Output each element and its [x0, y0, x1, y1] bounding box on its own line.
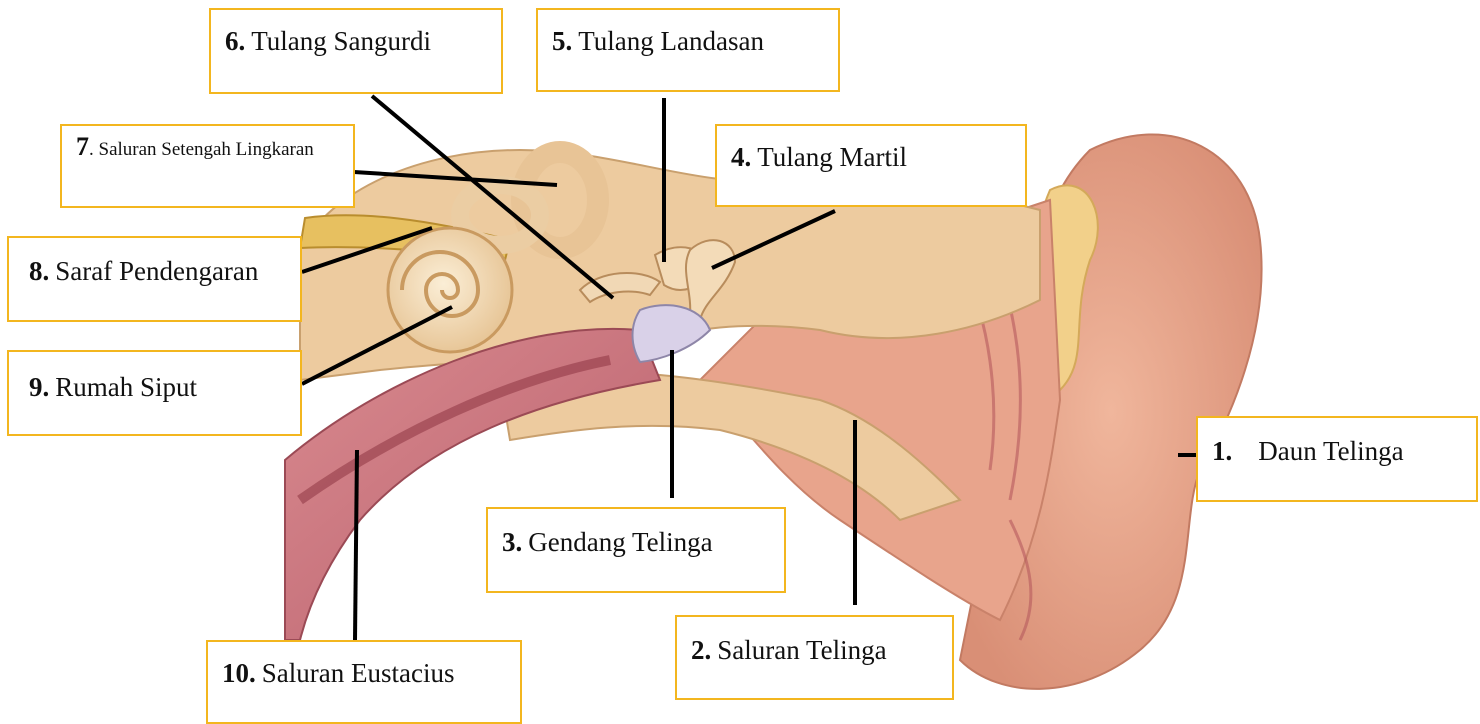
label-text: Tulang Martil	[757, 142, 907, 172]
label-tulang-sangurdi: 6.Tulang Sangurdi	[209, 8, 503, 94]
label-number: 10.	[222, 658, 256, 688]
label-rumah-siput: 9.Rumah Siput	[7, 350, 302, 436]
label-text: Gendang Telinga	[528, 527, 712, 557]
label-number: 5.	[552, 26, 572, 56]
label-text: Daun Telinga	[1258, 436, 1403, 466]
label-text: Tulang Landasan	[578, 26, 764, 56]
label-tulang-martil: 4.Tulang Martil	[715, 124, 1027, 207]
label-daun-telinga: 1. Daun Telinga	[1196, 416, 1478, 502]
leader-line-10	[355, 450, 357, 640]
label-number: 7	[76, 132, 89, 161]
label-saluran-setengah-lingkaran: 7. Saluran Setengah Lingkaran	[60, 124, 355, 208]
label-saluran-eustacius: 10.Saluran Eustacius	[206, 640, 522, 724]
label-saluran-telinga: 2.Saluran Telinga	[675, 615, 954, 700]
label-number: 3.	[502, 527, 522, 557]
label-text: Tulang Sangurdi	[251, 26, 431, 56]
cochlea-shape	[388, 228, 512, 352]
label-tulang-landasan: 5.Tulang Landasan	[536, 8, 840, 92]
label-text: . Saluran Setengah Lingkaran	[89, 139, 314, 160]
label-text: Saluran Telinga	[717, 635, 886, 665]
label-number: 2.	[691, 635, 711, 665]
label-number: 1.	[1212, 436, 1232, 466]
label-number: 8.	[29, 256, 49, 286]
label-text: Rumah Siput	[55, 372, 197, 402]
label-text: Saraf Pendengaran	[55, 256, 258, 286]
label-number: 4.	[731, 142, 751, 172]
label-gendang-telinga: 3.Gendang Telinga	[486, 507, 786, 593]
label-number: 9.	[29, 372, 49, 402]
label-saraf-pendengaran: 8.Saraf Pendengaran	[7, 236, 302, 322]
label-text: Saluran Eustacius	[262, 658, 455, 688]
label-number: 6.	[225, 26, 245, 56]
